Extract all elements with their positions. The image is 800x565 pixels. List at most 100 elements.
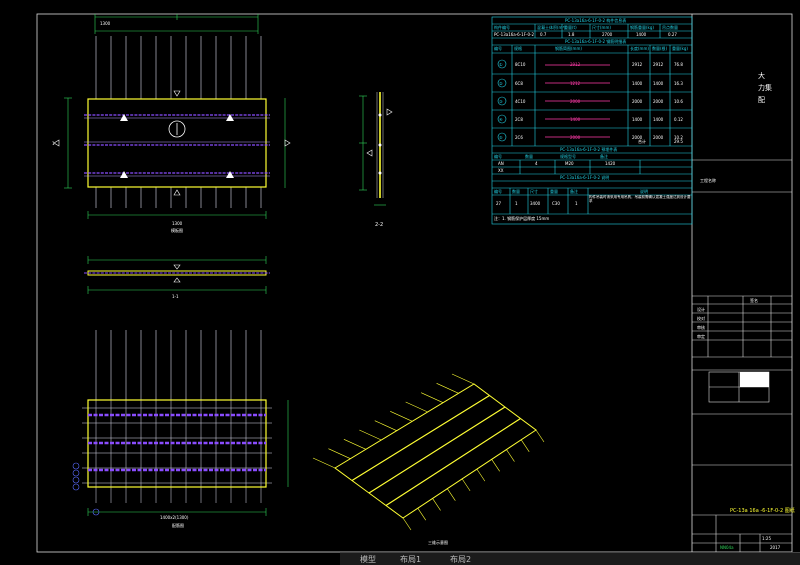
svg-text:构件编号: 构件编号 (494, 24, 510, 30)
svg-text:1400: 1400 (636, 32, 647, 37)
svg-text:审定: 审定 (697, 333, 705, 339)
svg-text:签名: 签名 (750, 297, 758, 303)
rebar-weight: 16.3 (674, 81, 683, 86)
layout2-tab[interactable]: 布局2 (450, 555, 472, 564)
rebar-weight: 0.12 (674, 117, 683, 122)
rebar-sketch-length: 2000 (570, 99, 581, 104)
rebar-spec: 6C8 (515, 81, 523, 86)
rebar-id: ① (499, 62, 503, 67)
svg-text:NN04a: NN04a (720, 545, 734, 550)
svg-text:备注: 备注 (570, 188, 578, 194)
svg-text:编号: 编号 (494, 153, 502, 159)
rebar-id: ⑤ (499, 135, 503, 140)
svg-text:2700: 2700 (602, 32, 613, 37)
table-title-2: PC-13a16a-6-1F-0-2 钢筋明细表 (565, 38, 626, 44)
svg-text:注：1. 钢筋保护层厚度 15mm: 注：1. 钢筋保护层厚度 15mm (494, 215, 549, 221)
svg-text:校对: 校对 (697, 315, 705, 321)
rebar-view-caption: 配筋图 (172, 522, 184, 528)
rebar-weight: 10.2 (674, 135, 683, 140)
svg-text:编号: 编号 (494, 45, 502, 51)
table-title-1: PC-13a16a-6-1F-0-2 构件信息表 (565, 17, 626, 23)
model-tab[interactable]: 模型 (360, 555, 376, 564)
svg-text:吊点数量: 吊点数量 (662, 24, 678, 30)
rebar-sketch-length: 1400 (570, 117, 581, 122)
svg-text:数量: 数量 (525, 153, 533, 159)
table-title-4: PC-13a16a-6-1F-0-2 说明 (560, 174, 609, 180)
iso-view-caption: 三维示意图 (428, 539, 448, 545)
svg-text:1400x2(1300): 1400x2(1300) (160, 515, 189, 520)
rebar-length: 2000 (632, 99, 643, 104)
svg-text:审核: 审核 (697, 324, 705, 330)
drawing-number: PC-13a 16a -6-1F-0-2 图纸 (730, 507, 795, 514)
svg-text:设计: 设计 (697, 306, 705, 312)
plan-view: 1300 1300 模板图 1 (52, 14, 291, 233)
svg-text:1420: 1420 (605, 161, 616, 166)
rebar-count: 2912 (653, 62, 664, 67)
svg-text:重量(kg): 重量(kg) (672, 45, 688, 51)
rebar-length: 1400 (632, 81, 643, 86)
svg-text:XX: XX (498, 168, 504, 173)
svg-text:3400: 3400 (530, 201, 541, 206)
svg-text:2017: 2017 (770, 545, 781, 550)
svg-text:29.5: 29.5 (674, 139, 683, 144)
rebar-count: 2000 (653, 135, 664, 140)
rebar-length: 1400 (632, 117, 643, 122)
section-1-1: 1-1 (84, 256, 270, 299)
svg-text:0.7: 0.7 (540, 32, 547, 37)
svg-text:1: 1 (575, 201, 578, 206)
isometric-view: 三维示意图 (312, 373, 545, 545)
svg-text:M20: M20 (565, 161, 574, 166)
rebar-sketch-length: 2000 (570, 135, 581, 140)
svg-text:1: 1 (52, 141, 55, 146)
titleblock-char-1: 大 (758, 71, 765, 80)
rebar-spec: 2C8 (515, 117, 523, 122)
title-block: 大 力集 配 工程名称 签名 设计 校对 审核 审定 PC-13a 16a -6… (692, 71, 795, 561)
svg-text:规格: 规格 (514, 45, 522, 51)
rebar-weight: 76.8 (674, 62, 683, 67)
svg-text:4: 4 (535, 161, 538, 166)
svg-text:1.8: 1.8 (568, 32, 575, 37)
section-2-2: 2-2 (359, 92, 393, 228)
svg-text:C30: C30 (552, 201, 560, 206)
titleblock-char-3: 配 (758, 96, 765, 104)
rebar-view: 1400x2(1300) 配筋图 (72, 330, 289, 528)
project-label: 工程名称 (700, 177, 716, 183)
svg-text:数量(根): 数量(根) (652, 45, 668, 51)
svg-text:合计: 合计 (638, 138, 646, 144)
svg-text:1: 1 (515, 201, 518, 206)
svg-text:混凝土体积(m³): 混凝土体积(m³) (537, 24, 566, 30)
rebar-sketch-length: 2912 (570, 62, 581, 67)
plan-view-caption: 模板图 (171, 227, 183, 233)
svg-text:尺寸(mm): 尺寸(mm) (592, 24, 611, 30)
rebar-schedule-table: PC-13a16a-6-1F-0-2 构件信息表 构件编号 混凝土体积(m³) … (491, 16, 693, 225)
svg-text:重量(t): 重量(t) (564, 24, 577, 30)
svg-text:规格型号: 规格型号 (560, 153, 576, 159)
rebar-count: 1400 (653, 117, 664, 122)
svg-text:1300: 1300 (100, 21, 111, 26)
section-2-2-caption: 2-2 (375, 222, 383, 228)
svg-text:尺寸: 尺寸 (530, 188, 538, 194)
rebar-spec: 2C6 (515, 135, 523, 140)
svg-text:钢筋简图(mm): 钢筋简图(mm) (555, 45, 582, 51)
rebar-spec: 8C10 (515, 62, 526, 67)
svg-text:说明: 说明 (640, 188, 648, 194)
svg-text:长度(mm): 长度(mm) (630, 45, 649, 51)
layout1-tab[interactable]: 布局1 (400, 555, 422, 564)
rebar-id: ③ (499, 99, 503, 104)
scale-text: 1:25 (762, 536, 771, 541)
svg-text:数量: 数量 (512, 188, 520, 194)
svg-text:重量: 重量 (550, 188, 558, 194)
rebar-count: 2000 (653, 99, 664, 104)
rebar-length: 2000 (632, 135, 643, 140)
svg-text:编号: 编号 (494, 188, 502, 194)
svg-text:1300: 1300 (172, 221, 183, 226)
svg-text:PC-13a16a-6-1F-0-2: PC-13a16a-6-1F-0-2 (494, 32, 534, 37)
rebar-sketch-length: 1212 (570, 81, 581, 86)
layout-tab-bar: 模型 布局1 布局2 (340, 552, 800, 565)
svg-text:备注: 备注 (600, 153, 608, 159)
svg-text:27: 27 (496, 201, 502, 206)
table-title-3: PC-13a16a-6-1F-0-2 预埋件表 (560, 146, 617, 152)
svg-text:钢筋重量(kg): 钢筋重量(kg) (630, 24, 654, 30)
rebar-id: ② (499, 81, 503, 86)
